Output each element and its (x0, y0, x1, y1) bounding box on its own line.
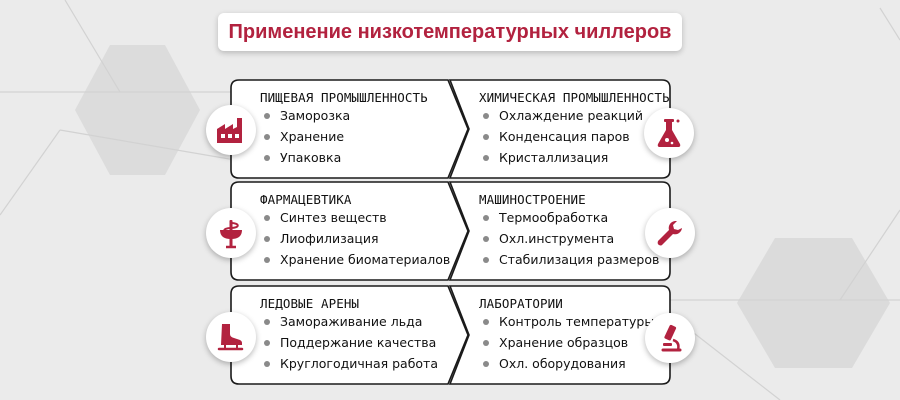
section-card-chemical-industry: ХИМИЧЕСКАЯ ПРОМЫШЛЕННОСТЬ Охлаждение реа… (448, 79, 689, 179)
page-title: Применение низкотемпературных чиллеров (218, 13, 682, 51)
list-item: Хранение биоматериалов (264, 249, 450, 270)
wrench-icon (645, 208, 695, 258)
section-items: Контроль температуры Хранение образцов О… (483, 311, 654, 374)
section-title: ФАРМАЦЕВТИКА (260, 192, 352, 207)
list-item: Упаковка (264, 147, 350, 168)
list-item: Синтез веществ (264, 207, 450, 228)
list-item: Лиофилизация (264, 228, 450, 249)
section-items: Заморозка Хранение Упаковка (264, 105, 350, 168)
list-item: Стабилизация размеров (483, 249, 659, 270)
section-card-food-industry: ПИЩЕВАЯ ПРОМЫШЛЕННОСТЬ Заморозка Хранени… (230, 79, 470, 179)
section-title: ПИЩЕВАЯ ПРОМЫШЛЕННОСТЬ (260, 90, 428, 105)
list-item: Охл. оборудования (483, 353, 654, 374)
list-item: Хранение (264, 126, 350, 147)
card-shape (230, 285, 469, 385)
list-item: Поддержание качества (264, 332, 438, 353)
flask-icon (644, 108, 694, 158)
section-card-laboratories: ЛАБОРАТОРИИ Контроль температуры Хранени… (448, 285, 689, 385)
section-items: Синтез веществ Лиофилизация Хранение био… (264, 207, 450, 270)
list-item: Хранение образцов (483, 332, 654, 353)
list-item: Охл.инструмента (483, 228, 659, 249)
microscope-icon (645, 313, 695, 363)
section-card-mechanical-engineering: МАШИНОСТРОЕНИЕ Термообработка Охл.инстру… (448, 181, 689, 281)
list-item: Контроль температуры (483, 311, 654, 332)
list-item: Охлаждение реакций (483, 105, 643, 126)
list-item: Заморозка (264, 105, 350, 126)
list-item: Термообработка (483, 207, 659, 228)
section-title: ХИМИЧЕСКАЯ ПРОМЫШЛЕННОСТЬ (479, 90, 670, 105)
section-items: Охлаждение реакций Конденсация паров Кри… (483, 105, 643, 168)
section-title: МАШИНОСТРОЕНИЕ (479, 192, 586, 207)
list-item: Замораживание льда (264, 311, 438, 332)
list-item: Кристаллизация (483, 147, 643, 168)
card-shape (448, 285, 671, 385)
card-shape (448, 79, 671, 179)
section-title: ЛАБОРАТОРИИ (479, 296, 563, 311)
caduceus-icon (206, 208, 256, 258)
ice-skate-icon (206, 312, 256, 362)
factory-icon (206, 105, 256, 155)
section-title: ЛЕДОВЫЕ АРЕНЫ (260, 296, 360, 311)
card-shape (230, 79, 469, 179)
section-card-pharmaceutics: ФАРМАЦЕВТИКА Синтез веществ Лиофилизация… (230, 181, 470, 281)
list-item: Круглогодичная работа (264, 353, 438, 374)
card-shape (448, 181, 671, 281)
section-items: Термообработка Охл.инструмента Стабилиза… (483, 207, 659, 270)
list-item: Конденсация паров (483, 126, 643, 147)
card-shape (230, 181, 469, 281)
section-items: Замораживание льда Поддержание качества … (264, 311, 438, 374)
section-card-ice-arenas: ЛЕДОВЫЕ АРЕНЫ Замораживание льда Поддерж… (230, 285, 470, 385)
